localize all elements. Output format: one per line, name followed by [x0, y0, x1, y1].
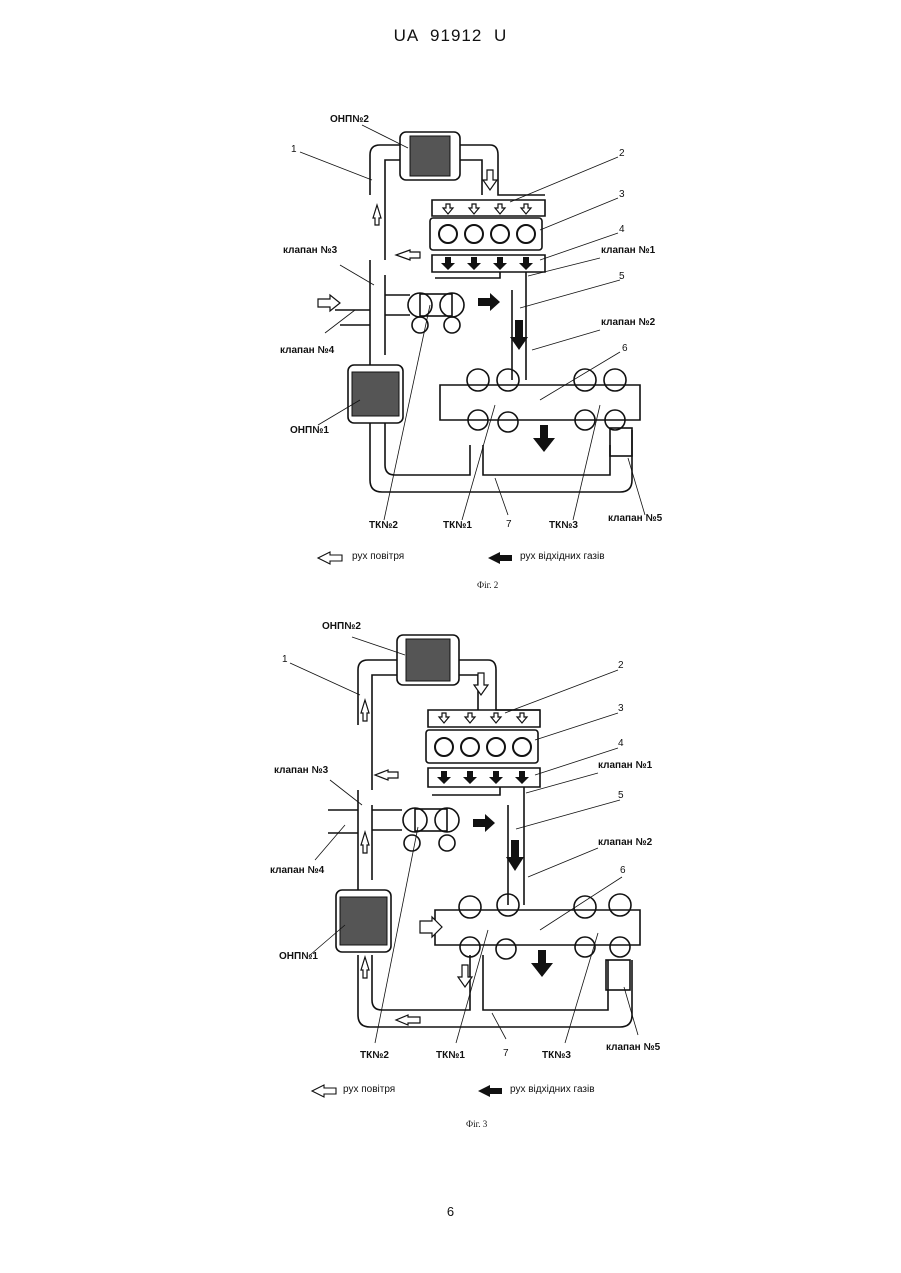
label-onp2: ОНП№2 — [330, 114, 369, 125]
legend-air-label: рух повітря — [352, 551, 404, 562]
label-valve-2: клапан №2 — [598, 837, 652, 848]
label-onp1: ОНП№1 — [290, 425, 329, 436]
engine-schematic-diagram — [0, 100, 901, 620]
patent-number-header: UA 91912 U — [0, 26, 901, 46]
label-valve-5: клапан №5 — [606, 1042, 660, 1053]
label-number-1: 1 — [291, 144, 297, 155]
label-tk3: ТК№3 — [542, 1050, 571, 1061]
onp2-cooler — [400, 132, 460, 180]
label-number-1: 1 — [282, 654, 288, 665]
label-valve-2: клапан №2 — [601, 317, 655, 328]
legend-exhaust-label: рух відхідних газів — [510, 1084, 595, 1095]
label-number-3: 3 — [618, 703, 624, 714]
label-valve-1: клапан №1 — [601, 245, 655, 256]
air-flow-arrows — [361, 673, 527, 1025]
label-number-2: 2 — [619, 148, 625, 159]
onp2-cooler — [397, 635, 459, 685]
label-number-5: 5 — [618, 790, 624, 801]
figure-2: ОНП№2 1 2 3 4 клапан №1 5 клапан №3 клап… — [0, 100, 901, 620]
label-onp2: ОНП№2 — [322, 621, 361, 632]
label-number-7: 7 — [503, 1048, 509, 1059]
label-tk1: ТК№1 — [443, 520, 472, 531]
label-number-4: 4 — [619, 224, 625, 235]
label-valve-5: клапан №5 — [608, 513, 662, 524]
label-valve-4: клапан №4 — [280, 345, 334, 356]
leader-lines — [300, 125, 645, 520]
legend-air-arrow-icon — [318, 552, 342, 564]
engine-cylinders — [435, 738, 531, 756]
label-onp1: ОНП№1 — [279, 951, 318, 962]
legend-exhaust-label: рух відхідних газів — [520, 551, 605, 562]
figure-3: ОНП№2 1 2 3 4 клапан №1 5 клапан №3 клап… — [0, 615, 901, 1135]
label-number-5: 5 — [619, 271, 625, 282]
label-valve-1: клапан №1 — [598, 760, 652, 771]
figure-caption: Фіг. 3 — [466, 1119, 487, 1129]
label-valve-3: клапан №3 — [283, 245, 337, 256]
figure-caption: Фіг. 2 — [477, 580, 498, 590]
onp1-cooler — [336, 890, 391, 952]
page-number: 6 — [0, 1204, 901, 1219]
label-tk2: ТК№2 — [360, 1050, 389, 1061]
label-number-4: 4 — [618, 738, 624, 749]
legend-exhaust-arrow-icon — [488, 552, 512, 564]
label-tk2: ТК№2 — [369, 520, 398, 531]
label-tk1: ТК№1 — [436, 1050, 465, 1061]
legend-air-label: рух повітря — [343, 1084, 395, 1095]
label-number-3: 3 — [619, 189, 625, 200]
legend-air-arrow-icon — [312, 1085, 336, 1097]
label-number-6: 6 — [620, 865, 626, 876]
onp1-cooler — [348, 365, 403, 423]
label-valve-4: клапан №4 — [270, 865, 324, 876]
label-number-7: 7 — [506, 519, 512, 530]
label-number-2: 2 — [618, 660, 624, 671]
legend-exhaust-arrow-icon — [478, 1085, 502, 1097]
label-number-6: 6 — [622, 343, 628, 354]
label-tk3: ТК№3 — [549, 520, 578, 531]
label-valve-3: клапан №3 — [274, 765, 328, 776]
engine-cylinders — [439, 225, 535, 243]
